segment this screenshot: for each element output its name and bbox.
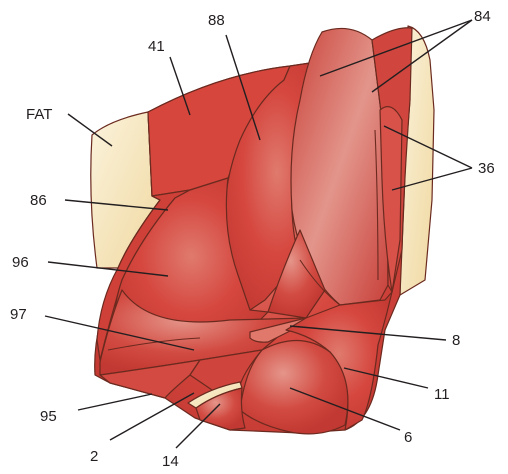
label-97: 97 (10, 306, 27, 323)
label-95: 95 (40, 408, 57, 425)
label-fat: FAT (26, 106, 52, 123)
label-11: 11 (434, 386, 450, 403)
label-6: 6 (404, 429, 412, 446)
label-86: 86 (30, 192, 47, 209)
label-41: 41 (148, 38, 165, 55)
leader-95 (78, 394, 152, 410)
label-2: 2 (90, 448, 98, 465)
label-96: 96 (12, 254, 29, 271)
label-88: 88 (208, 12, 225, 29)
label-36: 36 (478, 160, 495, 177)
label-8: 8 (452, 332, 460, 349)
label-84: 84 (474, 8, 491, 25)
label-14: 14 (162, 453, 179, 470)
